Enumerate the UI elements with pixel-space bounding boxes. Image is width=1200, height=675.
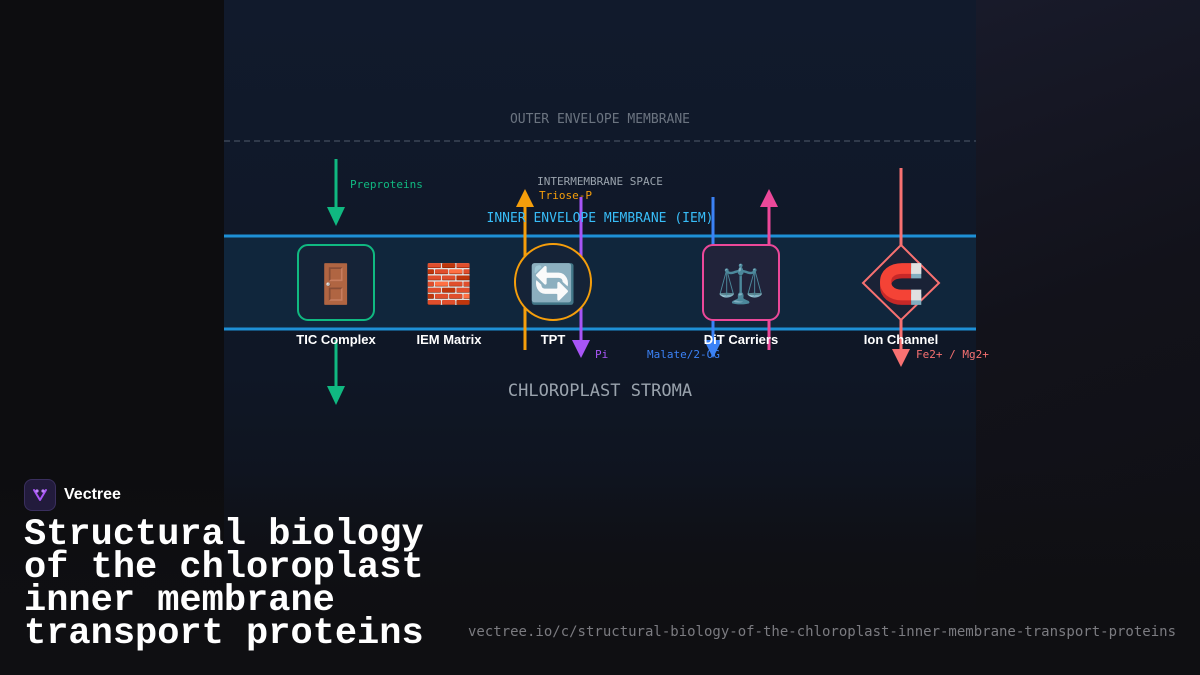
dit-carriers-label: DiT Carriers: [704, 332, 778, 347]
vectree-logo-icon: [24, 479, 56, 511]
pi-label: Pi: [595, 348, 608, 361]
outer-membrane-label: OUTER ENVELOPE MEMBRANE: [510, 112, 690, 127]
bottom-fade: [0, 470, 1200, 675]
magnet-icon: 🧲: [877, 262, 924, 306]
brick-icon: 🧱: [425, 262, 472, 306]
ion-channel-node: 🧲: [861, 243, 941, 322]
door-icon: 🚪: [312, 262, 359, 306]
intermembrane-space-label: INTERMEMBRANE SPACE: [537, 175, 663, 188]
dit-carriers-node: ⚖️: [702, 244, 780, 321]
inner-membrane-label: INNER ENVELOPE MEMBRANE (IEM): [487, 211, 714, 226]
iem-matrix-label: IEM Matrix: [416, 332, 482, 347]
page-title: Structural biology of the chloroplast in…: [24, 514, 424, 655]
tpt-label: TPT: [541, 332, 566, 347]
metal-ions-label: Fe2+ / Mg2+: [916, 348, 989, 361]
ion-channel-label: Ion Channel: [864, 332, 938, 347]
preproteins-label: Preproteins: [350, 178, 423, 191]
preproteins-arrow: [327, 159, 345, 405]
stroma-label: CHLOROPLAST STROMA: [508, 381, 692, 401]
brand[interactable]: Vectree: [24, 479, 121, 511]
iem-matrix-node: 🧱: [425, 262, 472, 306]
balance-scale-icon: ⚖️: [717, 262, 764, 306]
tic-complex-node: 🚪: [297, 244, 375, 321]
tpt-node: 🔄: [514, 243, 592, 321]
tic-complex-label: TIC Complex: [296, 332, 376, 347]
malate-label: Malate/2-OG: [647, 348, 720, 361]
page-url[interactable]: vectree.io/c/structural-biology-of-the-c…: [467, 624, 1176, 640]
cycle-arrows-icon: 🔄: [529, 262, 576, 306]
brand-name: Vectree: [64, 486, 121, 503]
triose-p-label: Triose-P: [539, 189, 592, 202]
